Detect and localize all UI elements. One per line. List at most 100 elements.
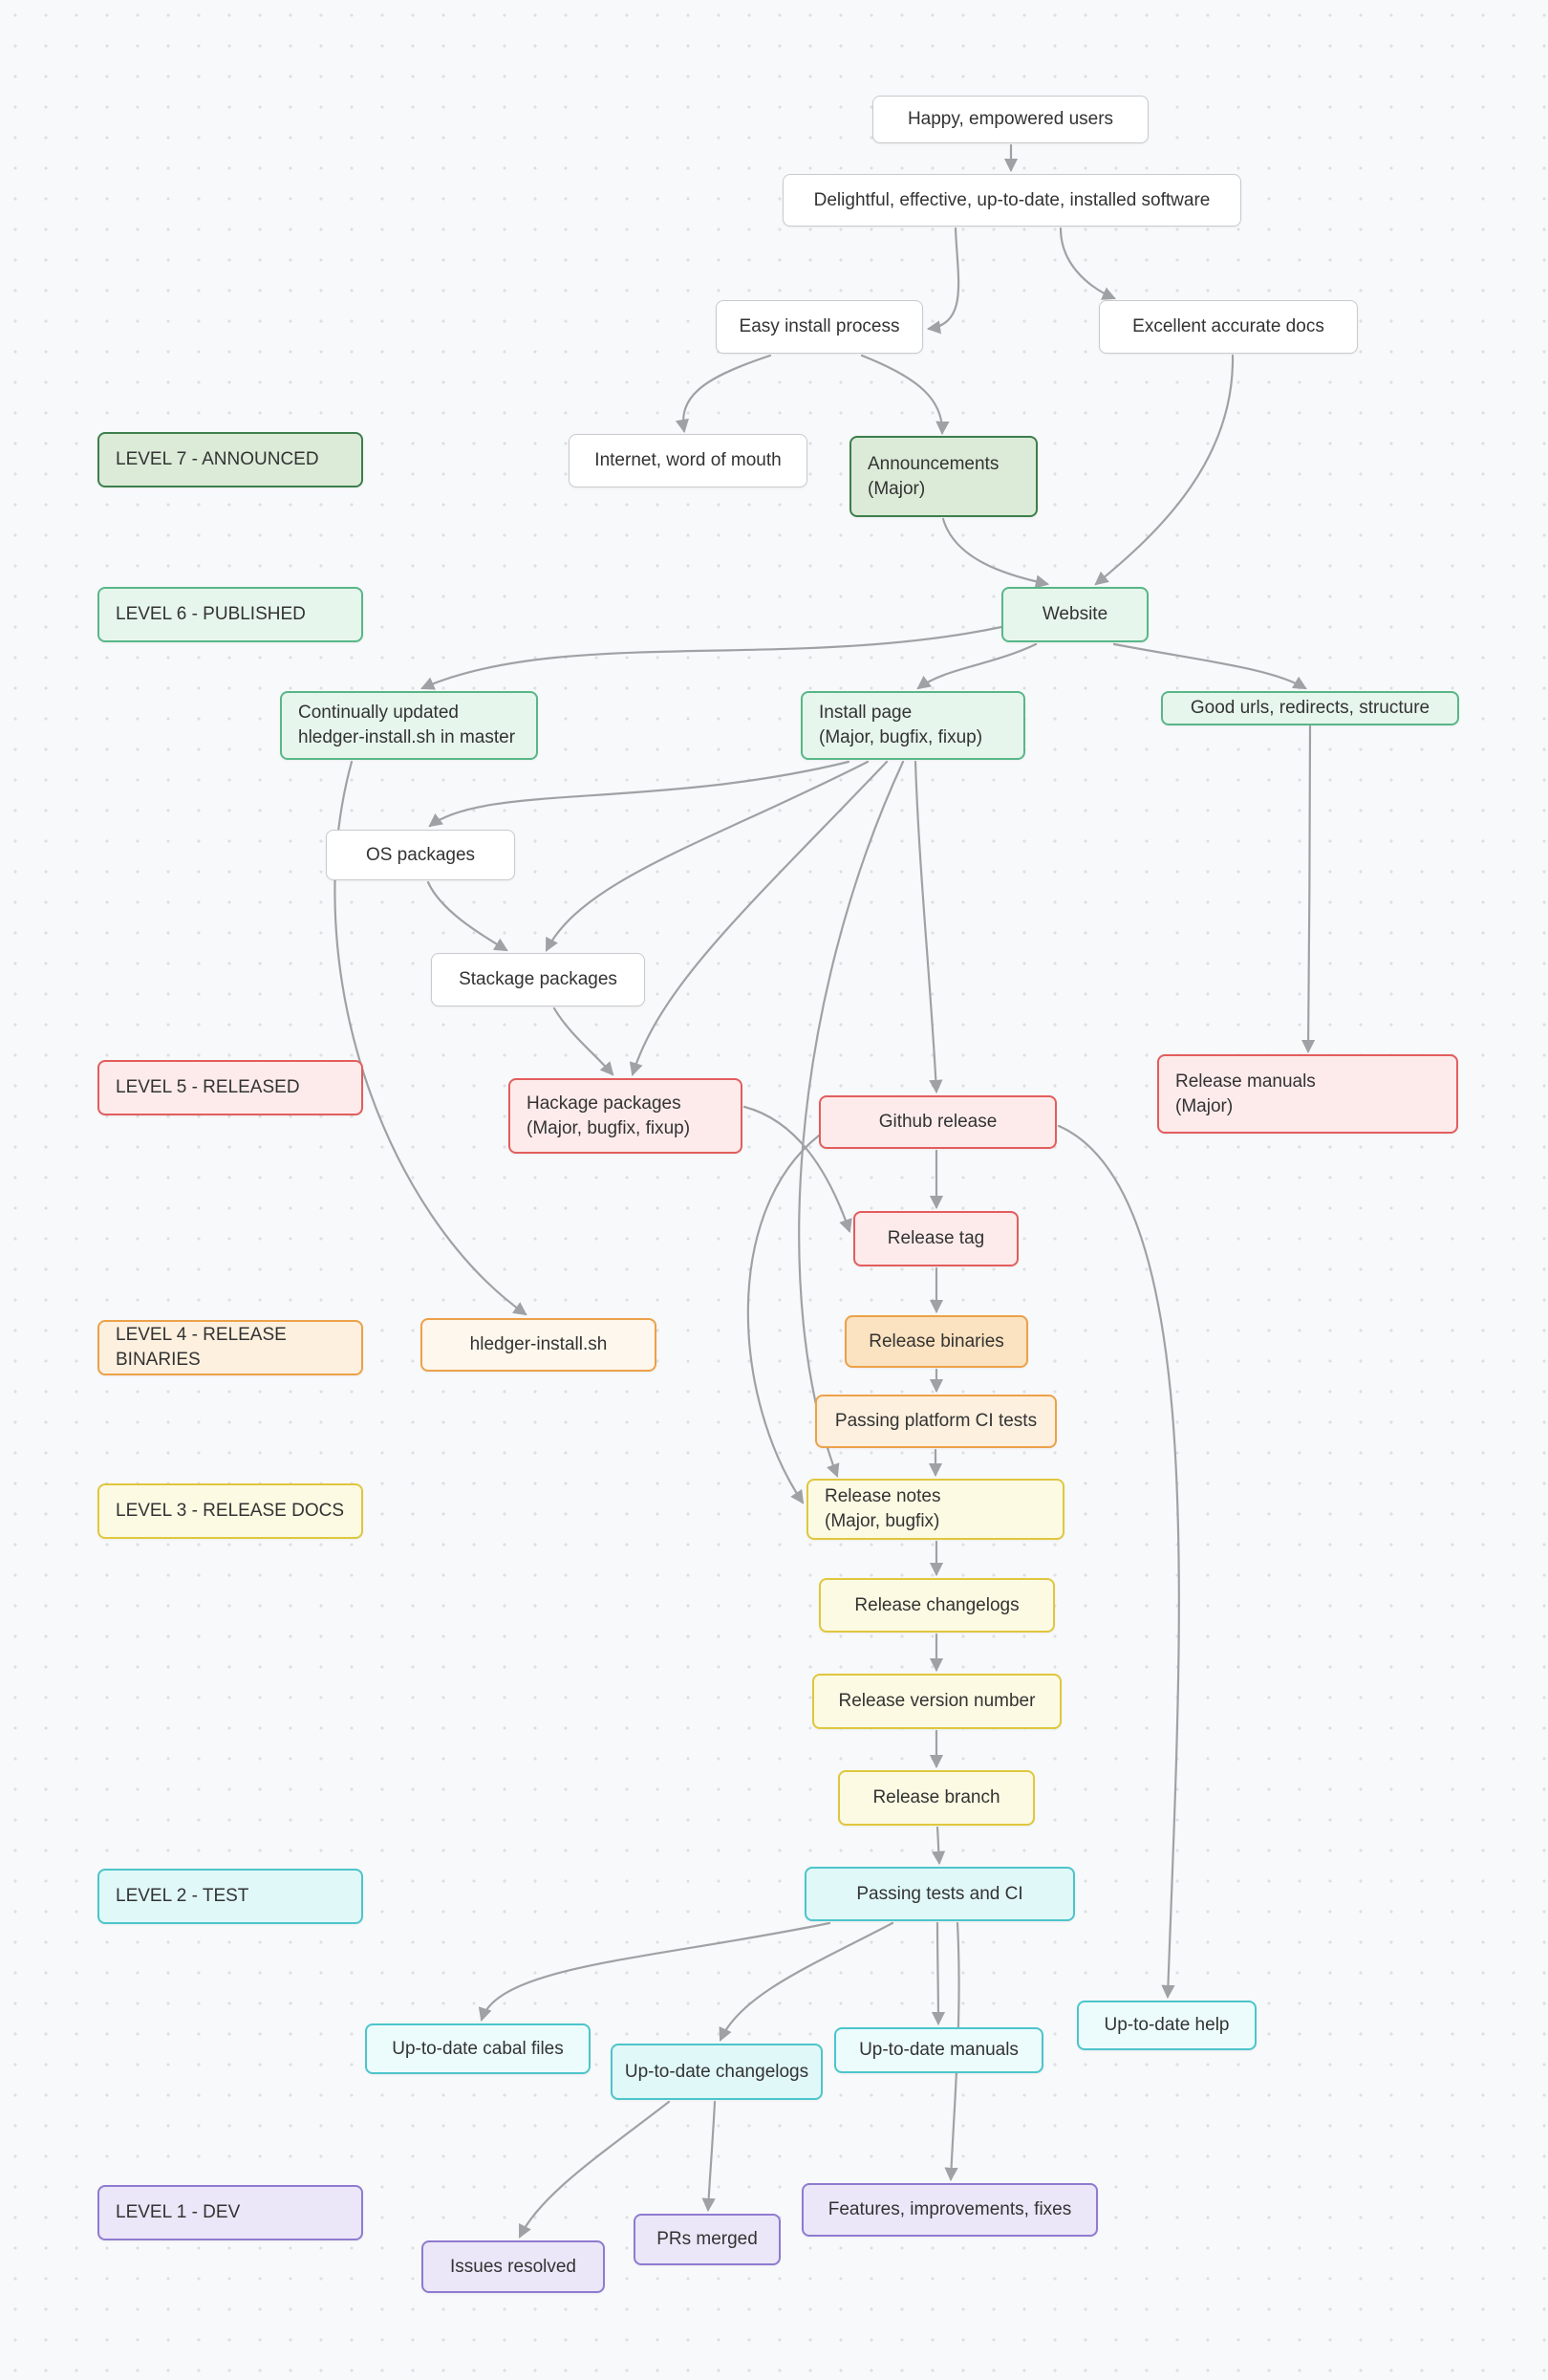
node-label: Github release xyxy=(878,1112,998,1133)
edge-easy_install-to-internet xyxy=(675,354,772,434)
level-label: LEVEL 5 - RELEASED xyxy=(116,1077,300,1098)
edge-delightful-to-easy_install xyxy=(926,227,960,335)
edge-delightful-to-excellent_docs xyxy=(1059,227,1116,300)
edge-changelogs_utd-to-issues_resolved xyxy=(518,2100,671,2239)
node-label: Good urls, redirects, structure xyxy=(1190,698,1430,719)
node-os-packages: OS packages xyxy=(326,830,515,880)
node-sublabel: (Major, bugfix, fixup) xyxy=(819,727,983,747)
node-website: Website xyxy=(1001,587,1149,642)
node-github-release: Github release xyxy=(819,1095,1057,1149)
node-label: Happy, empowered users xyxy=(907,109,1114,130)
node-label: Website xyxy=(1042,604,1108,625)
node-release-changelogs: Release changelogs xyxy=(819,1578,1055,1633)
edge-excellent_docs-to-website xyxy=(1094,354,1235,586)
node-passing-tests-and-ci: Passing tests and CI xyxy=(805,1867,1075,1921)
node-label: Install page xyxy=(819,703,913,724)
node-label: Passing platform CI tests xyxy=(834,1411,1038,1432)
node-label: hledger-install.sh xyxy=(469,1334,608,1355)
node-prs-merged: PRs merged xyxy=(634,2214,781,2265)
node-continually-updated-hledger-install: Continually updated hledger-install.sh i… xyxy=(280,691,538,760)
node-hackage-packages: Hackage packages (Major, bugfix, fixup) xyxy=(508,1078,742,1154)
edge-hackage-to-release_tag xyxy=(742,1105,852,1234)
node-label: PRs merged xyxy=(656,2229,758,2250)
node-sublabel: (Major, bugfix, fixup) xyxy=(527,1117,691,1138)
edge-website-to-install_page xyxy=(916,642,1038,690)
node-release-notes: Release notes (Major, bugfix) xyxy=(806,1479,1064,1540)
node-delightful-software: Delightful, effective, up-to-date, insta… xyxy=(783,174,1241,227)
edge-passing_tests-to-cabal_files xyxy=(478,1921,831,2023)
level-1-dev-label: LEVEL 1 - DEV xyxy=(97,2185,363,2240)
node-release-tag: Release tag xyxy=(853,1211,1019,1266)
edge-website-to-continually xyxy=(420,625,1003,690)
node-label: Release branch xyxy=(872,1787,1000,1808)
node-label: Release binaries xyxy=(869,1331,1004,1352)
node-label: Hackage packages xyxy=(527,1093,681,1114)
node-label: Up-to-date help xyxy=(1104,2015,1230,2036)
node-label: Release notes xyxy=(825,1486,941,1507)
node-label: Internet, word of mouth xyxy=(594,450,782,471)
node-up-to-date-manuals: Up-to-date manuals xyxy=(834,2027,1043,2073)
node-label: Up-to-date manuals xyxy=(859,2040,1019,2061)
edge-install_page-to-hackage xyxy=(629,760,889,1077)
node-label: Excellent accurate docs xyxy=(1132,316,1324,337)
node-label: Release changelogs xyxy=(854,1594,1020,1615)
node-label: Stackage packages xyxy=(459,969,617,990)
node-passing-platform-ci-tests: Passing platform CI tests xyxy=(815,1395,1057,1448)
node-announcements: Announcements (Major) xyxy=(849,436,1038,517)
node-label: Easy install process xyxy=(739,316,900,337)
node-happy-users: Happy, empowered users xyxy=(872,96,1149,143)
edge-install_page-to-github_release xyxy=(914,760,943,1094)
edge-good_urls-to-release_manuals xyxy=(1301,725,1316,1054)
edge-announcements-to-website xyxy=(941,517,1050,589)
node-label: Passing tests and CI xyxy=(856,1883,1023,1904)
level-4-release-binaries-label: LEVEL 4 - RELEASE BINARIES xyxy=(97,1320,363,1375)
node-release-branch: Release branch xyxy=(838,1770,1035,1826)
node-label: Delightful, effective, up-to-date, insta… xyxy=(813,189,1211,210)
edge-install_page-to-os_packages xyxy=(428,760,850,828)
edge-github_release-to-release_notes xyxy=(746,1134,821,1504)
node-label: OS packages xyxy=(365,844,476,865)
node-stackage-packages: Stackage packages xyxy=(431,953,645,1006)
node-label: Features, improvements, fixes xyxy=(828,2199,1072,2220)
node-issues-resolved: Issues resolved xyxy=(421,2240,605,2293)
node-label: Release manuals xyxy=(1175,1071,1316,1092)
node-easy-install-process: Easy install process xyxy=(716,300,923,354)
node-install-page: Install page (Major, bugfix, fixup) xyxy=(801,691,1025,760)
node-internet-word-of-mouth: Internet, word of mouth xyxy=(569,434,807,487)
level-3-release-docs-label: LEVEL 3 - RELEASE DOCS xyxy=(97,1483,363,1539)
node-features-improvements-fixes: Features, improvements, fixes xyxy=(802,2183,1098,2237)
node-label: Release tag xyxy=(887,1228,985,1249)
node-label: Up-to-date cabal files xyxy=(392,2038,564,2059)
level-label: LEVEL 6 - PUBLISHED xyxy=(116,604,306,625)
edge-changelogs_utd-to-prs_merged xyxy=(701,2100,717,2213)
node-label: Issues resolved xyxy=(449,2256,576,2277)
node-label: Up-to-date changelogs xyxy=(624,2061,809,2082)
level-label: LEVEL 4 - RELEASE BINARIES xyxy=(116,1325,287,1370)
edge-website-to-good_urls xyxy=(1112,642,1307,690)
level-7-announced-label: LEVEL 7 - ANNOUNCED xyxy=(97,432,363,487)
level-6-published-label: LEVEL 6 - PUBLISHED xyxy=(97,587,363,642)
edge-stackage-to-hackage xyxy=(552,1006,614,1076)
level-label: LEVEL 7 - ANNOUNCED xyxy=(116,449,319,470)
edge-easy_install-to-announcements xyxy=(860,354,950,436)
edge-release_branch-to-passing_tests xyxy=(931,1826,946,1866)
level-2-test-label: LEVEL 2 - TEST xyxy=(97,1869,363,1924)
edge-install_page-to-stackage xyxy=(545,760,870,952)
node-sublabel: hledger-install.sh in master xyxy=(298,727,516,747)
node-label: Continually updated xyxy=(298,703,459,724)
node-release-version-number: Release version number xyxy=(812,1674,1062,1729)
node-up-to-date-cabal-files: Up-to-date cabal files xyxy=(365,2023,591,2074)
node-label: Release version number xyxy=(838,1691,1036,1712)
node-sublabel: (Major) xyxy=(868,478,926,499)
node-release-binaries: Release binaries xyxy=(845,1315,1028,1368)
node-sublabel: (Major, bugfix) xyxy=(825,1511,940,1531)
edge-passing_tests-to-manuals_utd xyxy=(931,1921,946,2026)
edge-passing_tests-to-changelogs_utd xyxy=(719,1921,894,2042)
node-label: Announcements xyxy=(868,453,1000,474)
level-label: LEVEL 2 - TEST xyxy=(116,1886,249,1907)
edge-os_packages-to-stackage xyxy=(426,880,508,952)
edge-github_release-to-help_utd xyxy=(1057,1124,1180,2000)
node-up-to-date-help: Up-to-date help xyxy=(1077,2001,1257,2050)
